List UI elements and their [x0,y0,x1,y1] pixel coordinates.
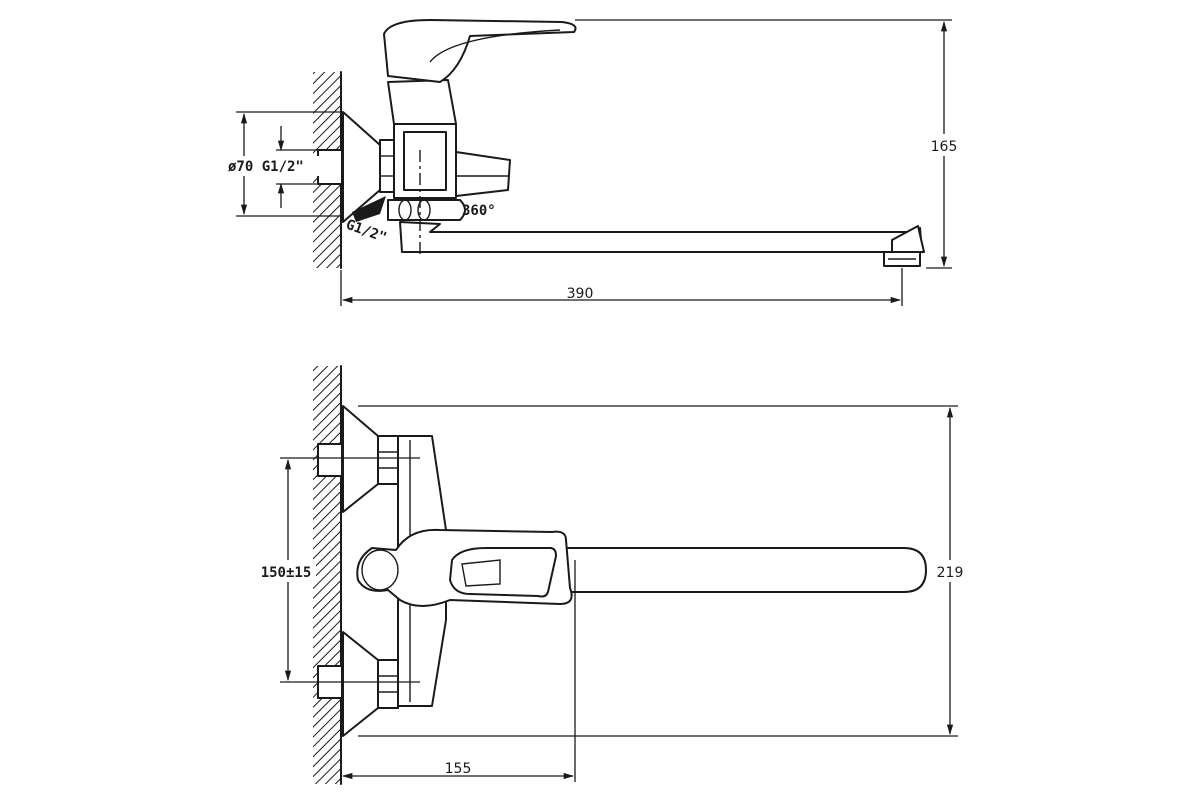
top-view: 219 150±15 155 [256,365,966,785]
wall-top [313,365,342,785]
outlet-thread-label: G1/2" [344,217,389,246]
spout-side [352,196,925,267]
dim-offset-label: 155 [445,761,472,777]
dimension-offset-155: 155 [340,560,576,782]
dimension-centers-150: 150±15 [256,457,420,683]
dim-flange-label: ø70 G1/2" [228,159,304,175]
eccentric-fitting [317,111,397,223]
swivel-label: 360° [462,203,496,219]
dimension-depth-219: 219 [358,405,966,737]
dimension-length-390: 390 [340,268,903,306]
lever-handle-top [356,528,573,607]
mixer-body-side [387,79,511,199]
dim-depth-label: 219 [937,565,964,581]
dim-centers-label: 150±15 [261,565,312,581]
side-view: 165 390 ø70 G1/2" 360° G1/2" [228,19,960,306]
dim-length-label: 390 [567,286,594,302]
dimension-height-165: 165 [575,19,960,269]
dim-height-label: 165 [931,139,958,155]
spout-top [559,547,927,593]
eccentric-upper [317,405,399,513]
dimension-flange-70: ø70 G1/2" [228,111,343,217]
lever-handle-side [383,19,577,83]
